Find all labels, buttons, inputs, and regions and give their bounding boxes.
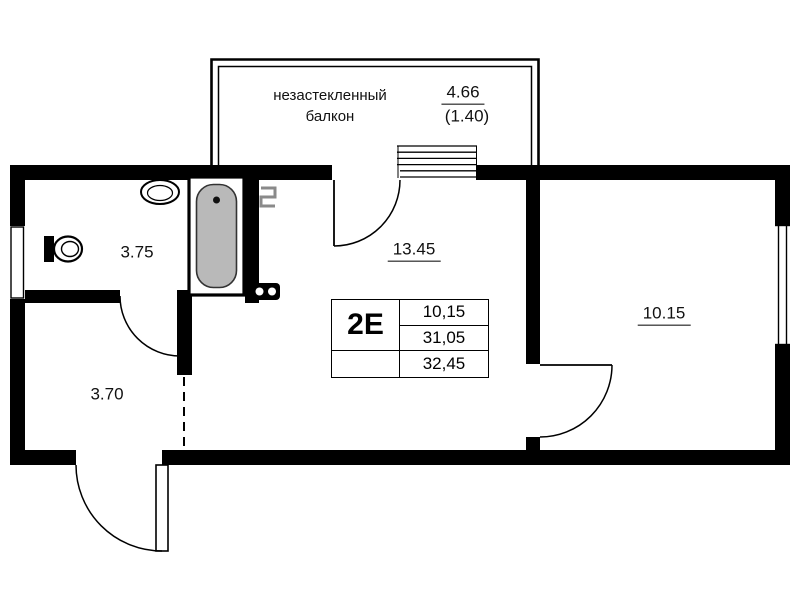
balcony-label-line1: незастекленный: [273, 87, 387, 104]
wall-hall-stub: [177, 290, 192, 375]
room-door: [539, 364, 613, 438]
balcony-outer-wall: [210, 58, 540, 165]
living-room-area-label: 13.45: [387, 239, 441, 262]
legend-value-area: 31,05: [400, 326, 488, 352]
balcony-inner-wall: [217, 65, 533, 165]
stove-icon: [252, 283, 280, 300]
bathroom-door-arc: [119, 295, 181, 357]
balcony-door: [333, 179, 401, 247]
balcony-label: незастекленный балкон: [273, 85, 387, 127]
window-top: [397, 145, 477, 178]
sink-icon: [140, 179, 180, 205]
wall-bathroom-right: [245, 180, 259, 303]
balcony-label-line2: балкон: [305, 108, 355, 125]
wall-top-right: [476, 165, 790, 180]
room-area-label: 10.15: [637, 303, 691, 326]
bathroom-area-label: 3.75: [120, 242, 154, 262]
wall-bathroom-bottom: [25, 290, 120, 303]
vent-shaft: [10, 226, 25, 299]
legend-empty-cell: [332, 351, 400, 377]
room-door-arc: [539, 364, 613, 438]
legend-value-living: 10,15: [400, 300, 488, 326]
right-window-opening: [775, 225, 790, 345]
wall-bottom: [10, 450, 790, 465]
wall-partition-bottom: [526, 437, 540, 450]
window-right: [775, 225, 790, 345]
entrance-opening: [76, 450, 162, 465]
balcony-reduced-area-label: (1.40): [444, 106, 490, 126]
balcony-area-label: 4.66: [441, 82, 485, 105]
legend-box: 2Е 10,15 31,05 32,45: [331, 299, 489, 378]
towel-rail-icon: [259, 186, 277, 208]
bathtub-icon: [187, 175, 246, 297]
apartment-type-label: 2Е: [332, 300, 400, 352]
balcony-door-arc: [333, 179, 401, 247]
entrance-door-arc: [75, 464, 163, 552]
wall-partition-top: [526, 180, 540, 364]
legend-value-total: 32,45: [422, 354, 466, 374]
wall-top-left: [10, 165, 332, 180]
hallway-area-label: 3.70: [90, 384, 124, 404]
toilet-icon: [44, 235, 84, 263]
entrance-door: [75, 464, 169, 552]
